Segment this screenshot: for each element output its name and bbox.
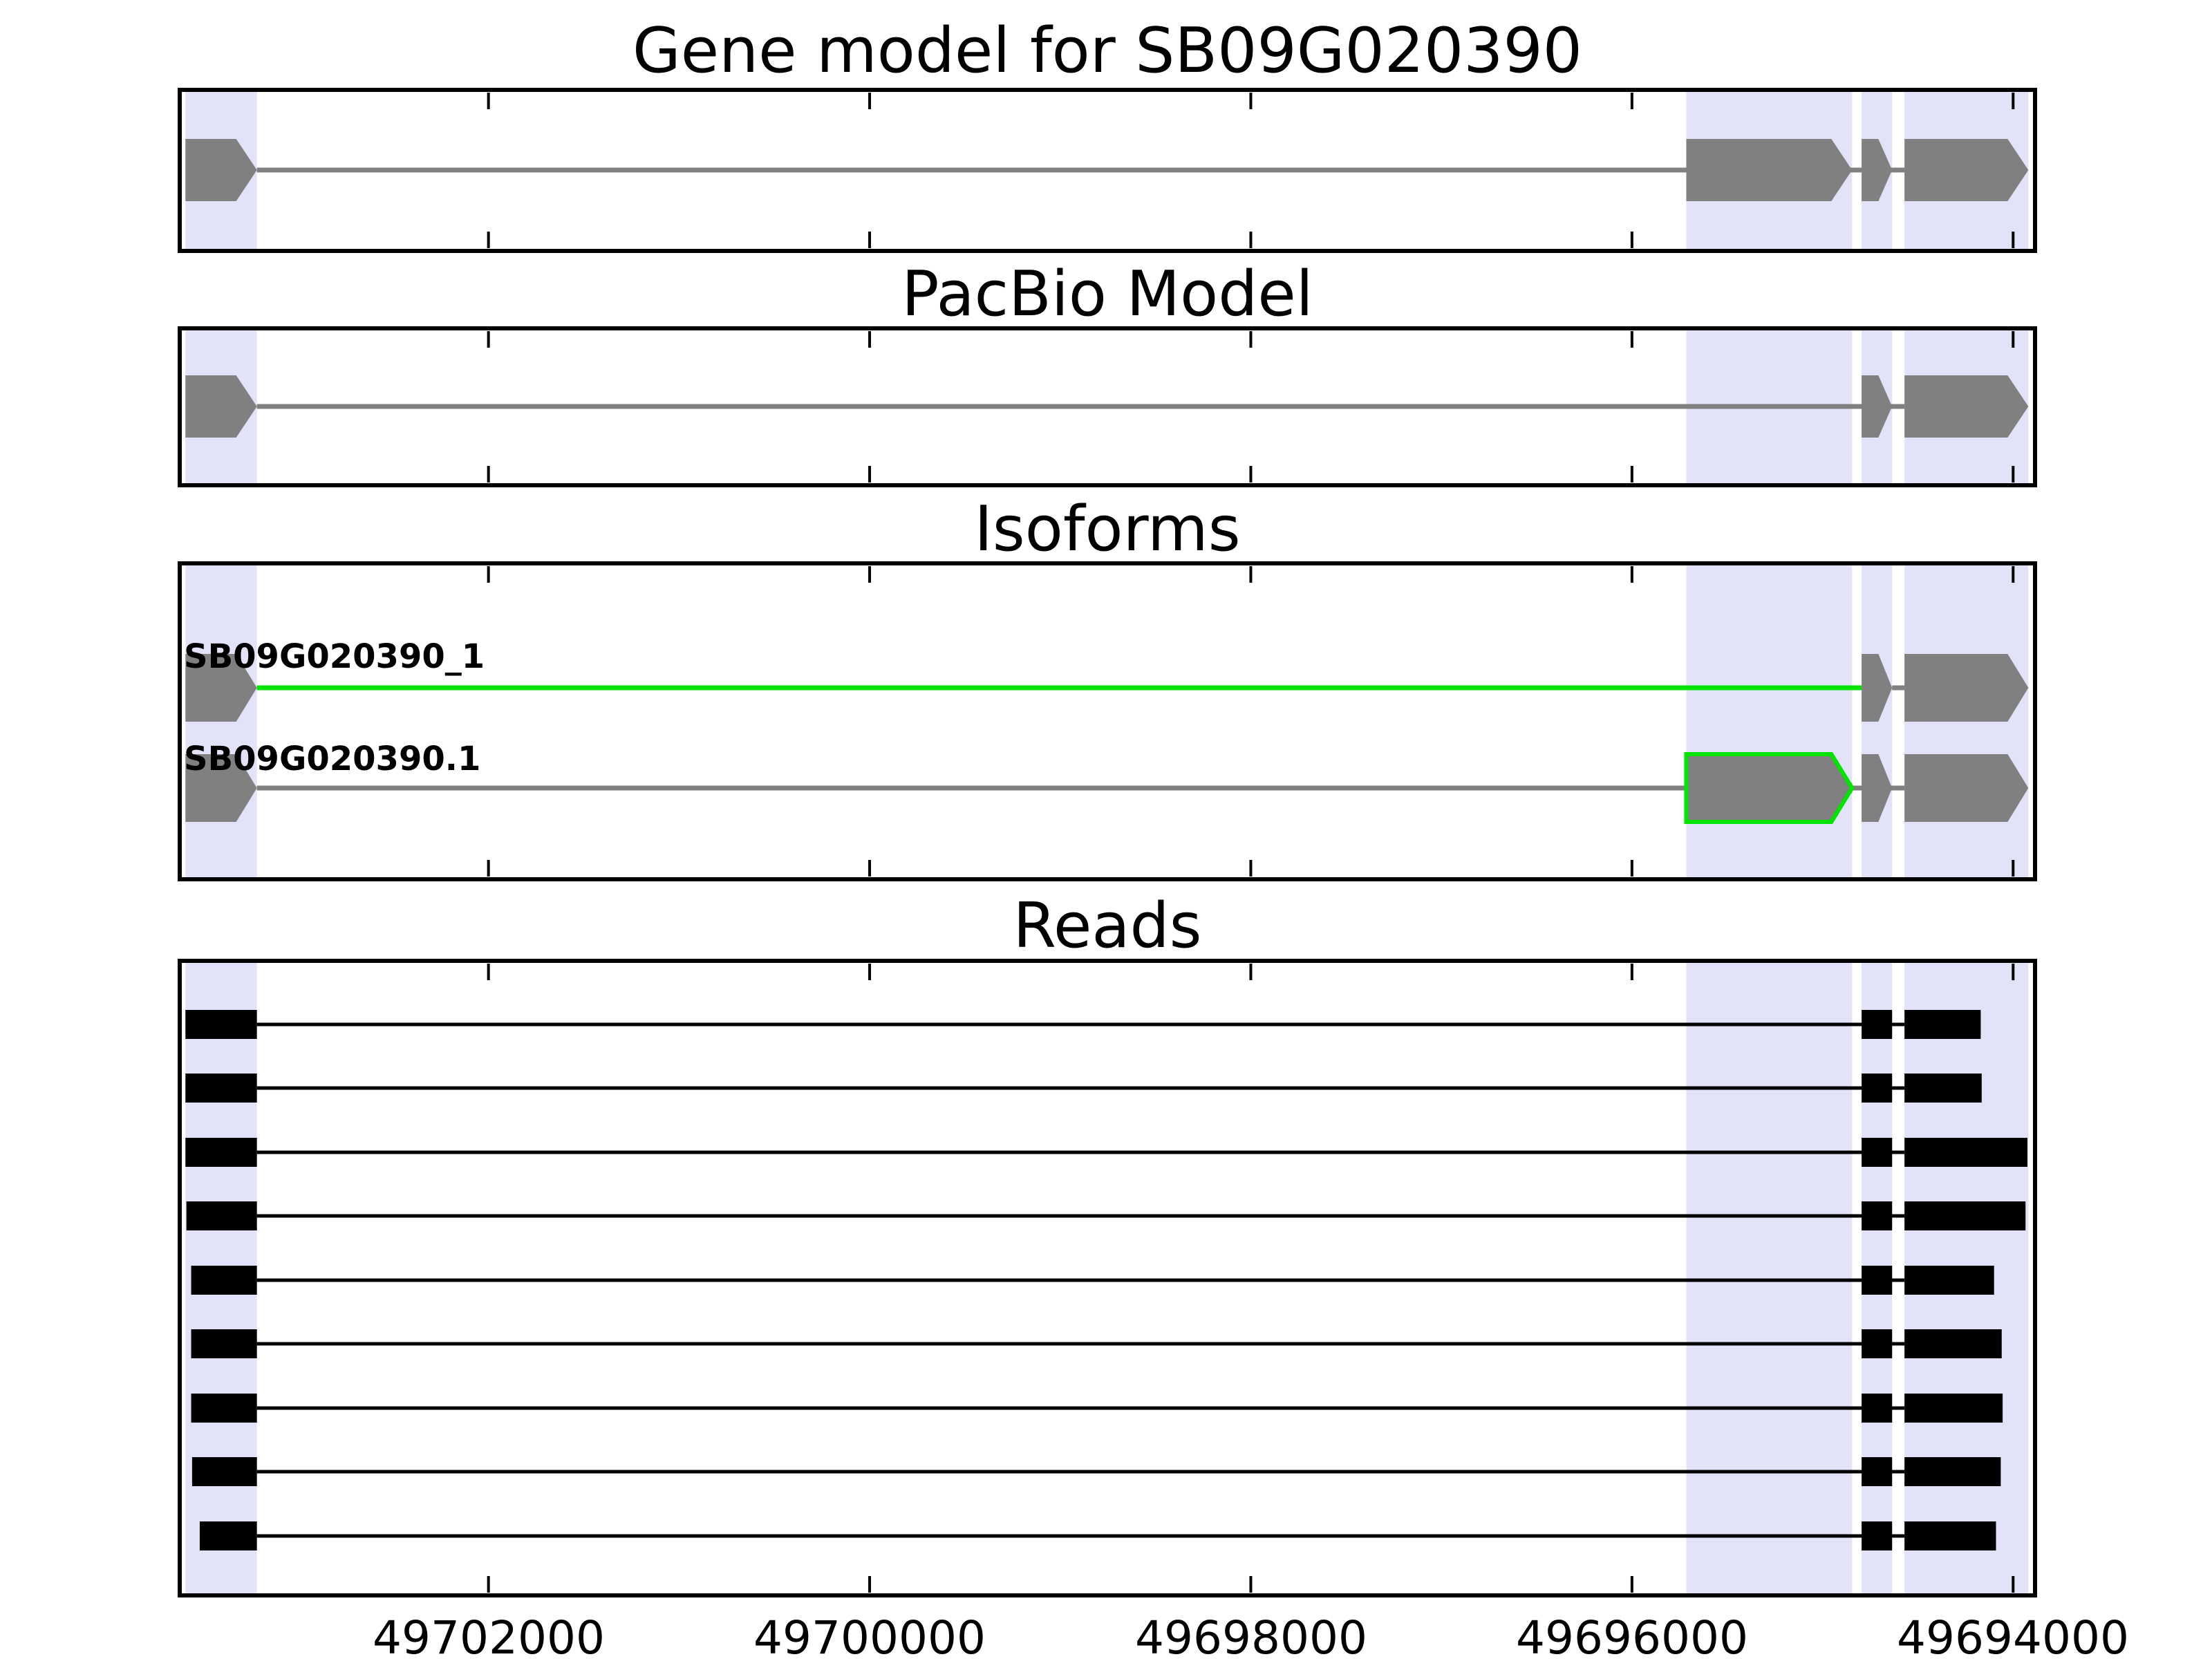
exon-arrow <box>1904 139 2029 201</box>
exon-highlight-band <box>1686 961 1853 1595</box>
read-block <box>1904 1266 1994 1295</box>
exon-arrow <box>185 139 257 201</box>
read-block <box>191 1394 257 1423</box>
panel-title-pacbio-model: PacBio Model <box>901 258 1313 330</box>
panel-gene-model <box>178 88 2037 253</box>
exon-arrow <box>185 654 257 722</box>
read-block <box>1862 1266 1893 1295</box>
panel-title-gene-model: Gene model for SB09G020390 <box>632 15 1582 87</box>
read-block <box>191 1266 257 1295</box>
exon-arrow <box>1862 654 1893 722</box>
read-block <box>1904 1329 2002 1358</box>
read-block <box>186 1201 257 1230</box>
panel-reads <box>178 959 2037 1597</box>
panel-title-reads: Reads <box>1013 890 1201 962</box>
panel-pacbio-model <box>178 326 2037 487</box>
read-block <box>1862 1394 1893 1423</box>
x-tick-label: 49694000 <box>1897 1611 2129 1659</box>
panel-title-isoforms: Isoforms <box>974 493 1240 565</box>
x-axis-tick-labels: 49702000 49700000 49698000 49696000 4969… <box>373 1611 2129 1659</box>
panel-border <box>178 326 2037 487</box>
x-tick-label: 49696000 <box>1516 1611 1748 1659</box>
read-block <box>199 1521 257 1550</box>
read-block <box>1904 1138 2027 1167</box>
exon-arrow <box>1904 754 2029 822</box>
exon-arrow <box>185 754 257 822</box>
read-block <box>185 1074 257 1103</box>
read-block <box>191 1457 257 1486</box>
panel-isoforms <box>178 561 2037 881</box>
exon-arrow <box>1862 754 1893 822</box>
exon-arrow <box>1686 139 1853 201</box>
read-block <box>1904 1074 1982 1103</box>
exon-arrow <box>1904 654 2029 722</box>
read-block <box>1862 1457 1893 1486</box>
read-block <box>1862 1010 1893 1039</box>
read-block <box>1904 1201 2026 1230</box>
read-block <box>191 1329 257 1358</box>
x-tick-label: 49700000 <box>753 1611 986 1659</box>
panel-border <box>178 959 2037 1597</box>
exon-arrow <box>1904 375 2029 438</box>
read-block <box>185 1010 257 1039</box>
read-block <box>185 1138 257 1167</box>
read-block <box>1904 1521 1996 1550</box>
read-block <box>1904 1457 2001 1486</box>
exon-highlight-band <box>1686 563 1853 879</box>
exon-arrow <box>1684 752 1855 824</box>
read-block <box>1862 1074 1893 1103</box>
read-block <box>1904 1394 2003 1423</box>
isoform-label-2: SB09G020390.1 <box>184 740 480 778</box>
read-block <box>1862 1138 1893 1167</box>
exon-arrow <box>1862 139 1893 201</box>
isoform-label-1: SB09G020390_1 <box>184 637 485 676</box>
read-block <box>1862 1329 1893 1358</box>
read-block <box>1904 1010 1981 1039</box>
exon-arrow <box>1862 375 1893 438</box>
read-block <box>1862 1521 1893 1550</box>
x-tick-label: 49702000 <box>373 1611 605 1659</box>
panel-border <box>178 561 2037 881</box>
x-tick-label: 49698000 <box>1135 1611 1367 1659</box>
panel-border <box>178 88 2037 253</box>
exon-arrow <box>185 375 257 438</box>
read-block <box>1862 1201 1893 1230</box>
